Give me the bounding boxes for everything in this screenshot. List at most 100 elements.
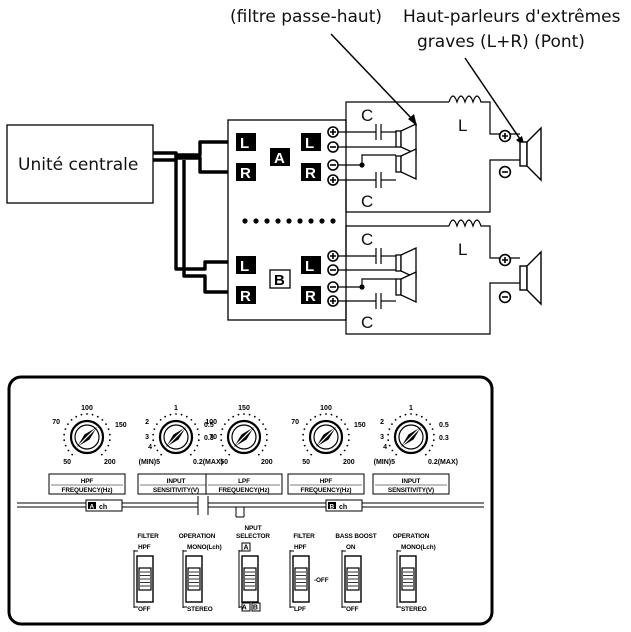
knob-input-a-caption-line1: INPUT xyxy=(167,478,186,485)
panel-knob-captions: HPFFREQUENCY(Hz)INPUTSENSITIVITY(V)LPFFR… xyxy=(48,473,450,495)
inductor-b-coil xyxy=(448,219,520,259)
knob-hpf-b-label-top: 100 xyxy=(320,405,332,412)
amp-a-output-r-badge xyxy=(301,163,321,181)
knob-hpf-a-label-right-upper: 150 xyxy=(115,422,127,429)
amp-a-input-r-text: R xyxy=(240,165,251,182)
filter-pointer-arrowhead xyxy=(408,114,417,126)
switch-operation-b-label-top: MONO(Lch) xyxy=(401,544,436,551)
switch-filter-b-title2: FILTER xyxy=(293,533,315,540)
knob-input-b-label-left-upper: 2 xyxy=(380,419,384,426)
switch-operation-b[interactable]: OPERATION MONO(Lch) STEREO xyxy=(393,533,436,613)
amp-a-output-r-text: R xyxy=(305,165,316,182)
knob-input-b-label-right-lower: 0.2(MAX) xyxy=(428,459,458,466)
head-unit-box xyxy=(6,124,154,204)
knob-hpf-a-caption-line2: FREQUENCY(Hz) xyxy=(62,487,113,494)
cable-b-left xyxy=(174,153,228,271)
tweeter-a-bottom xyxy=(395,147,417,181)
head-unit-label: Unité centrale xyxy=(18,155,138,175)
knob-input-b-label-left-lower: (MIN)5 xyxy=(374,459,395,466)
knob-input-b-caption-box xyxy=(372,473,450,495)
switch-operation-b-title2: OPERATION xyxy=(393,533,430,540)
switch-filter-a-title2: FILTER xyxy=(137,533,159,540)
knob-hpf-a-label-left-lower: 50 xyxy=(63,459,71,466)
switch-filter-b-label-bottom: LPF xyxy=(294,606,306,613)
knob-hpf-b-caption-line1: HPF xyxy=(320,478,333,485)
amp-b-output-l-badge xyxy=(301,256,321,274)
switch-input-selector-label-top: A xyxy=(243,545,248,552)
knob-input-a-label-left-upper: 2 xyxy=(145,419,149,426)
amp-b-input-r-text: R xyxy=(240,288,251,305)
output-wiring-a xyxy=(338,101,520,213)
knob-lpf-a-caption-box xyxy=(205,473,283,495)
knob-hpf-b-label-right-upper: 150 xyxy=(354,422,366,429)
switch-filter-a-label-top: HPF xyxy=(138,544,151,551)
subwoofer-b xyxy=(498,250,542,306)
amp-b-channel-text: B xyxy=(274,272,285,289)
knob-hpf-b-caption-line2: FREQUENCY(Hz) xyxy=(301,487,352,494)
amp-a-output-l-badge xyxy=(301,133,321,151)
inductor-a-coil xyxy=(448,95,520,135)
amp-a-channel-text: A xyxy=(274,150,285,167)
knob-lpf-a-label-left-upper: 100 xyxy=(205,419,217,426)
switch-input-selector-label-bottom: A B xyxy=(242,605,260,612)
knob-input-b-label-right-mid: 0.3 xyxy=(439,435,449,442)
capacitor-a2-label: C xyxy=(361,192,373,211)
knob-input-b-caption-line2: SENSITIVITY(V) xyxy=(388,487,434,494)
knob-input-b-label-top: 1 xyxy=(409,405,413,412)
amp-a-input-r-badge xyxy=(236,163,256,181)
cable-b-right xyxy=(182,160,228,294)
knob-hpf-b-label-right-lower: 200 xyxy=(343,459,355,466)
knob-input-b-caption-line1: INPUT xyxy=(402,478,421,485)
amp-control-panel xyxy=(7,375,494,626)
knob-hpf-b-caption-box xyxy=(287,473,365,495)
amp-b-input-l-text: L xyxy=(240,258,249,275)
amp-b-channel-badge xyxy=(269,269,291,289)
capacitor-b1-label: C xyxy=(361,230,373,249)
switch-operation-a-title2: OPERATION xyxy=(179,533,216,540)
panel-switches: FILTERHPFOFFOPERATIONMONO(Lch)STEREONPUT… xyxy=(133,525,436,613)
output-wiring-b xyxy=(338,225,520,335)
knob-hpf-a-label-right-lower: 200 xyxy=(104,459,116,466)
amp-a-channel-badge xyxy=(270,148,290,166)
knob-lpf-a-label-right-lower: 200 xyxy=(261,459,273,466)
switch-input-selector-title1: NPUT xyxy=(245,525,262,532)
knob-input-a-label-left-lower: (MIN)5 xyxy=(139,459,160,466)
capacitor-b2-label: C xyxy=(361,313,373,332)
amp-terminals xyxy=(327,126,339,307)
amp-b-input-l-badge xyxy=(236,256,256,274)
knob-hpf-b[interactable]: 100 70 150 50 200 xyxy=(291,405,366,466)
switch-bass-boost-title2: BASS BOOST xyxy=(335,533,376,540)
knob-hpf-b-label-left-upper: 70 xyxy=(291,419,299,426)
knob-input-a-label-right-upper: 0.5 xyxy=(204,422,214,429)
knob-input-a-label-right-mid: 0.3 xyxy=(204,435,214,442)
subwoofer-label-line1: Haut-parleurs d'extrêmes xyxy=(403,7,621,27)
ch-a-letter: A xyxy=(90,503,95,510)
knob-input-a-label-left-low: 4 xyxy=(148,444,152,451)
inductor-a-label: L xyxy=(458,116,467,135)
inductor-b-label: L xyxy=(458,240,467,259)
knob-input-a-caption-line2: SENSITIVITY(V) xyxy=(153,487,199,494)
knob-hpf-b-label-left-lower: 50 xyxy=(302,459,310,466)
tweeter-a-top xyxy=(395,122,417,156)
switch-operation-b-label-bottom: STEREO xyxy=(401,606,427,613)
knob-input-a-label-left-mid: 3 xyxy=(145,434,149,441)
knob-input-a-label-right-lower: 0.2(MAX) xyxy=(193,459,223,466)
ch-b-suffix: ch xyxy=(339,504,347,511)
knob-hpf-a-label-top: 100 xyxy=(81,405,93,412)
knob-input-b-label-left-low: 4 xyxy=(383,444,387,451)
knob-input-b-label-left-mid: 3 xyxy=(380,434,384,441)
capacitor-a1-label: C xyxy=(361,106,373,125)
channel-brackets: A ch B ch xyxy=(17,496,484,518)
subwoofer-a xyxy=(498,126,542,182)
knob-lpf-a-label-left-mid: 70 xyxy=(209,434,217,441)
amp-b-output-r-text: R xyxy=(305,288,316,305)
